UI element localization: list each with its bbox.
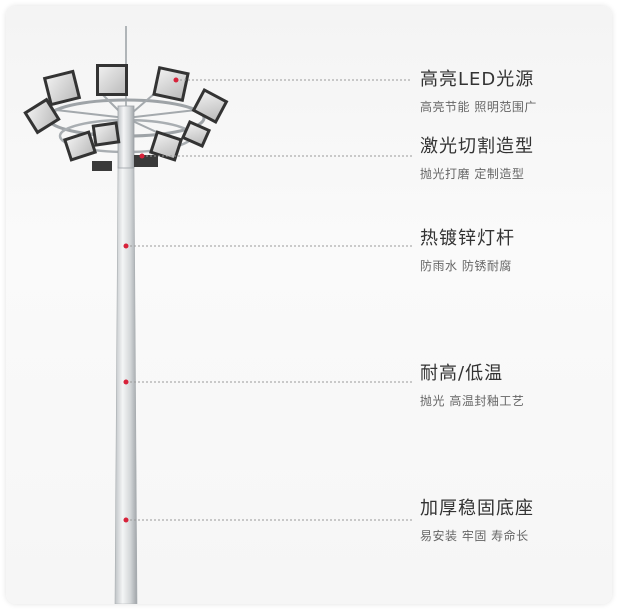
leader-dot-3 [123, 243, 129, 249]
leader-dot-2 [139, 153, 145, 159]
leader-dot-4 [123, 379, 129, 385]
high-mast-light-illustration [23, 26, 412, 604]
callout-leaders [123, 77, 412, 523]
led-floodlight-panels [23, 64, 229, 171]
feature-desc: 抛光 高温封釉工艺 [420, 394, 525, 408]
feature-temperature-resistance: 耐高/低温 抛光 高温封釉工艺 [420, 363, 524, 409]
feature-desc: 易安装 牢固 寿命长 [420, 529, 529, 543]
leader-dot-5 [123, 517, 129, 523]
feature-title: 加厚稳固底座 [420, 498, 534, 519]
feature-desc: 高亮节能 照明范围广 [420, 100, 537, 114]
product-feature-card: 高亮LED光源 高亮节能 照明范围广 激光切割造型 抛光打磨 定制造型 热镀锌灯… [6, 6, 612, 604]
light-pole [114, 165, 138, 604]
feature-led-light-source: 高亮LED光源 高亮节能 照明范围广 [420, 69, 537, 115]
leader-dot-1 [173, 77, 179, 83]
feature-thick-base: 加厚稳固底座 易安装 牢固 寿命长 [420, 498, 534, 544]
feature-hot-dip-galvanized-pole: 热镀锌灯杆 防雨水 防锈耐腐 [420, 228, 515, 274]
feature-desc: 防雨水 防锈耐腐 [420, 259, 512, 273]
feature-desc: 抛光打磨 定制造型 [420, 167, 525, 181]
feature-title: 激光切割造型 [420, 136, 534, 157]
feature-title: 耐高/低温 [420, 363, 504, 384]
feature-title: 高亮LED光源 [420, 69, 535, 90]
feature-laser-cutting: 激光切割造型 抛光打磨 定制造型 [420, 136, 534, 182]
feature-title: 热镀锌灯杆 [420, 228, 515, 249]
